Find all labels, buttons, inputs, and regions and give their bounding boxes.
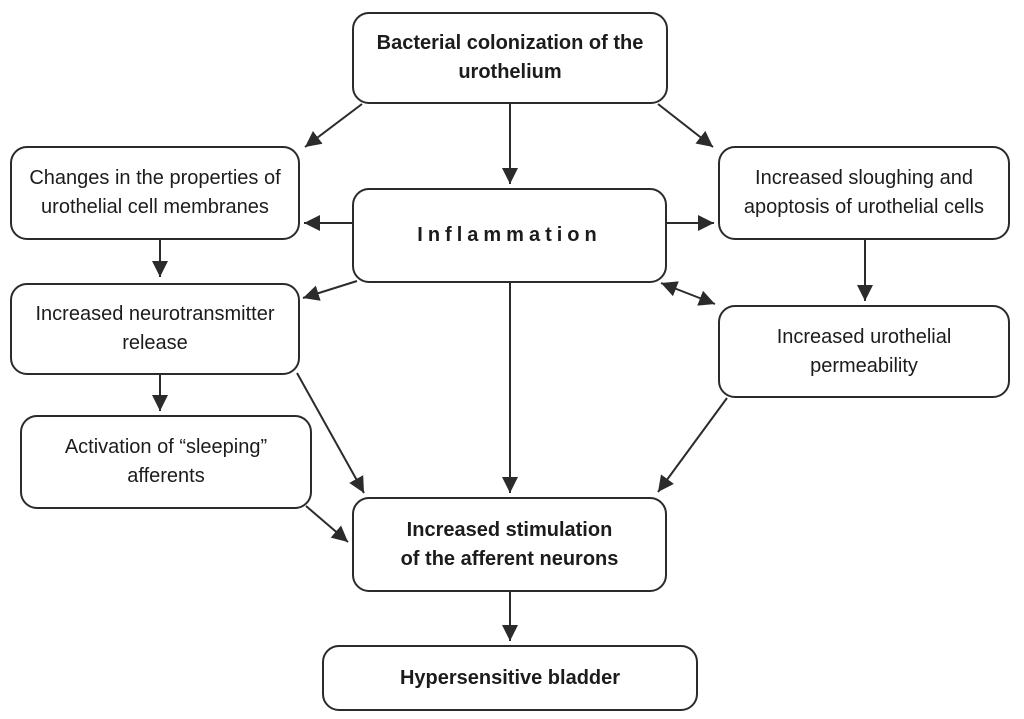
node-neurotransmitter-release: Increased neurotransmitter release xyxy=(10,283,300,375)
arrow-bacterial-to-sloughing xyxy=(657,103,714,148)
arrow-inflammation-permeability-bidirectional xyxy=(660,281,716,306)
arrow-sleeping-to-stimulation xyxy=(305,505,349,543)
node-changes-cell-membranes: Changes in the properties of urothelial … xyxy=(10,146,300,240)
arrow-permeability-to-stimulation xyxy=(657,397,728,493)
arrow-inflammation-to-neurotransmitter xyxy=(302,280,358,301)
node-sleeping-afferents: Activation of “sleeping” afferents xyxy=(20,415,312,509)
node-bacterial-colonization: Bacterial colonization of the urothelium xyxy=(352,12,668,104)
node-inflammation: Inflammation xyxy=(352,188,667,283)
node-afferent-stimulation: Increased stimulation of the afferent ne… xyxy=(352,497,667,592)
arrow-bacterial-to-changes xyxy=(304,103,363,148)
node-hypersensitive-bladder: Hypersensitive bladder xyxy=(322,645,698,711)
arrow-neurotransmitter-to-stimulation xyxy=(296,372,365,494)
node-urothelial-permeability: Increased urothelial permeability xyxy=(718,305,1010,398)
node-increased-sloughing: Increased sloughing and apoptosis of uro… xyxy=(718,146,1010,240)
